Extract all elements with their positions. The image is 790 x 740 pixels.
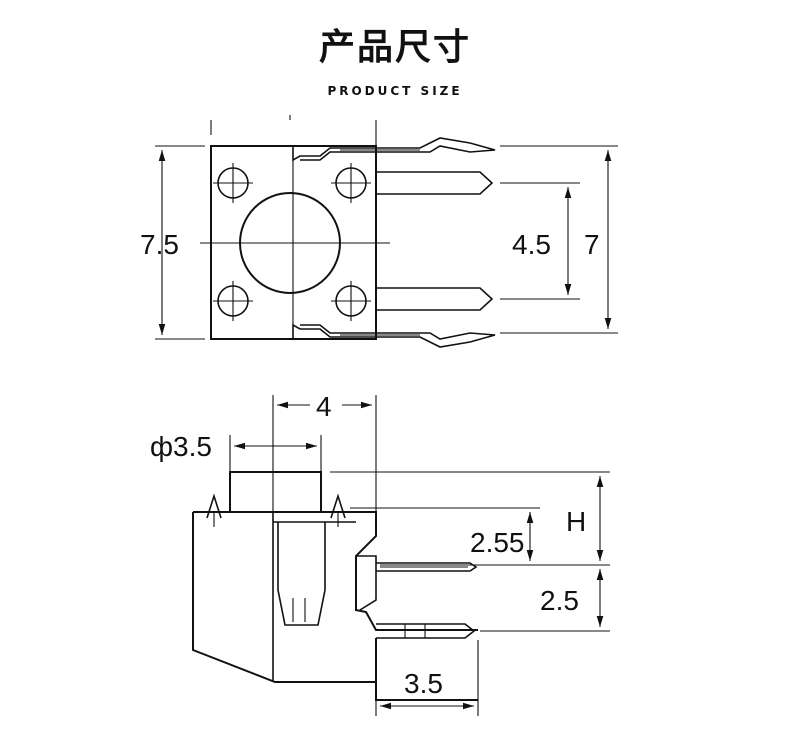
terminal-top [292,137,496,162]
dim-actuator-diameter-label: ф3.5 [150,431,212,462]
dim-height-label: H [566,506,586,537]
dim-width-label: 4 [316,391,332,422]
side-pin-upper [376,562,478,572]
dim-pin-pitch-label: 4.5 [512,229,551,260]
mount-hole-top-right [331,163,371,203]
dim-body-label: 7.5 [140,229,179,260]
top-view [155,115,618,348]
mount-hole-top-left [213,163,253,203]
actuator-stem [229,471,322,512]
dim-pin-base-label: 2.5 [540,585,579,616]
pin-lower [376,287,494,311]
page-title: 产品尺寸 [318,27,471,68]
pin-upper [376,171,494,195]
terminal-bottom [292,323,496,348]
dim-overall-label: 7 [584,229,600,260]
dim-pin-offset-label: 2.55 [470,527,525,558]
mount-hole-bottom-right [331,281,371,321]
page-subtitle: PRODUCT SIZE [327,84,463,98]
side-view [192,395,610,716]
dim-leg-label: 3.5 [404,668,443,699]
actuator-circle [239,192,341,294]
mount-hole-bottom-left [213,281,253,321]
side-pin-lower [376,623,476,639]
